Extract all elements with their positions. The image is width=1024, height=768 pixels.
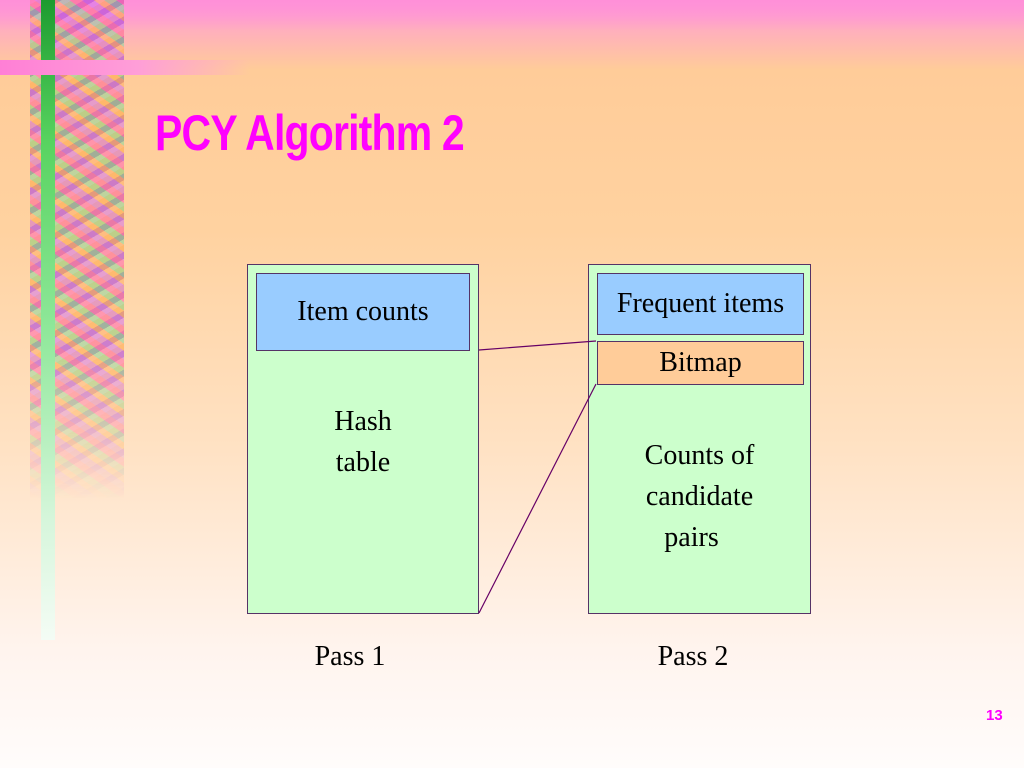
slide-title: PCY Algorithm 2 <box>155 105 465 161</box>
bitmap-block: Bitmap <box>597 341 804 385</box>
item-counts-block: Item counts <box>256 273 470 351</box>
pass2-memory-box: Frequent items Bitmap Counts of candidat… <box>588 264 811 614</box>
connector-bottom <box>478 383 597 614</box>
candidate-pairs-line2: candidate <box>645 481 754 512</box>
candidate-pairs-line3: pairs <box>664 522 719 553</box>
page-number: 13 <box>986 707 1003 724</box>
frequent-items-block: Frequent items <box>597 273 804 335</box>
hash-table-line1: Hash <box>334 406 392 437</box>
connector-top <box>478 340 597 351</box>
pass2-label: Pass 2 <box>657 641 729 672</box>
hash-table-line2: table <box>335 447 391 478</box>
decorative-pink-bar <box>0 60 250 75</box>
candidate-pairs-line1: Counts of <box>644 440 755 471</box>
item-counts-label: Item counts <box>297 296 429 327</box>
candidate-pairs-label: Counts of candidate pairs <box>589 435 810 558</box>
hash-table-label: Hash table <box>248 401 478 483</box>
pass1-label: Pass 1 <box>314 641 386 672</box>
pass1-memory-box: Item counts Hash table <box>247 264 479 614</box>
bitmap-label: Bitmap <box>659 347 742 378</box>
frequent-items-label: Frequent items <box>616 288 785 319</box>
top-color-band <box>0 0 1024 30</box>
decorative-green-bar <box>41 0 55 640</box>
